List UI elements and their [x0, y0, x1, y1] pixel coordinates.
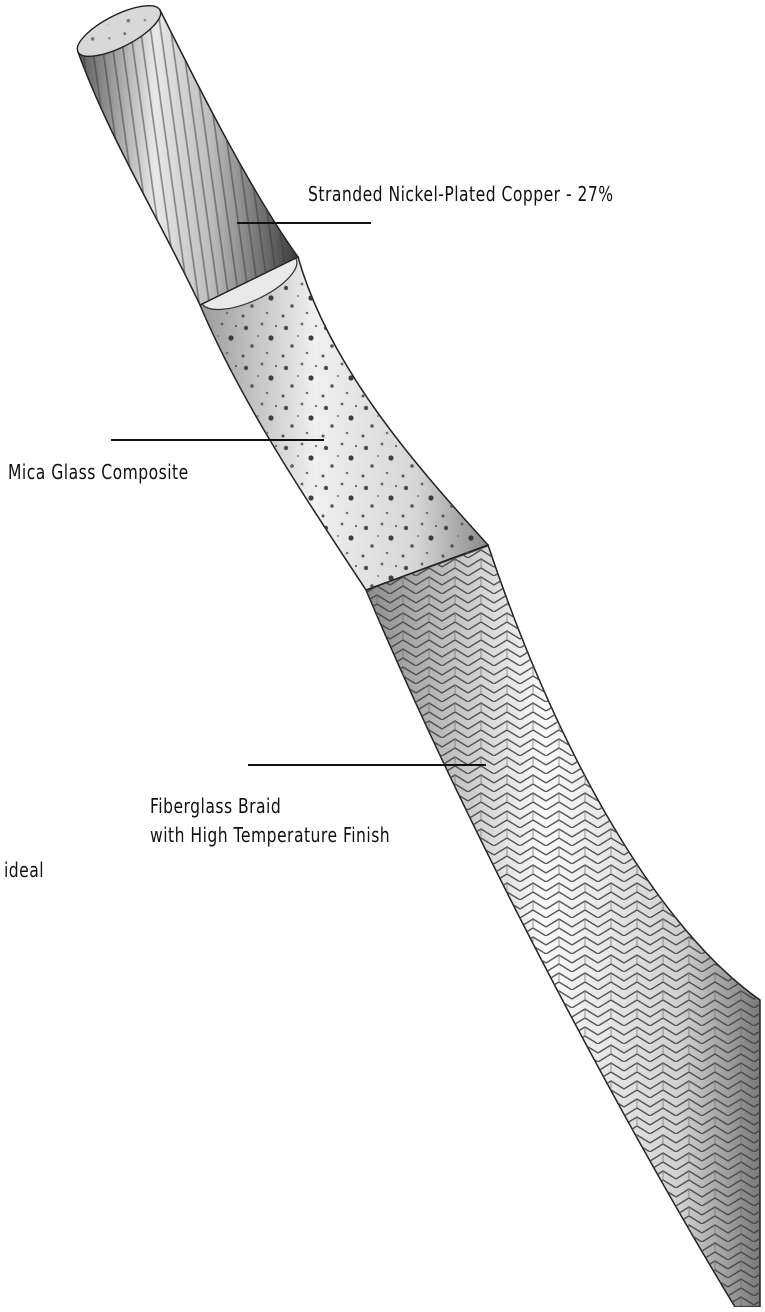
mica-glass-insulation-layer	[193, 241, 488, 590]
braid-label-line2: with High Temperature Finish	[150, 822, 390, 849]
conductor-leader-line	[237, 222, 371, 224]
insulation-label: Mica Glass Composite	[8, 459, 189, 486]
cut-off-text: ideal	[4, 857, 44, 884]
braid-label-line1: Fiberglass Braid	[150, 793, 281, 820]
stranded-copper-conductor	[71, 0, 298, 305]
braid-leader-line	[248, 764, 486, 766]
conductor-label: Stranded Nickel-Plated Copper - 27%	[308, 181, 614, 208]
fiberglass-braid-layer	[366, 545, 760, 1307]
insulation-leader-line	[111, 439, 324, 441]
